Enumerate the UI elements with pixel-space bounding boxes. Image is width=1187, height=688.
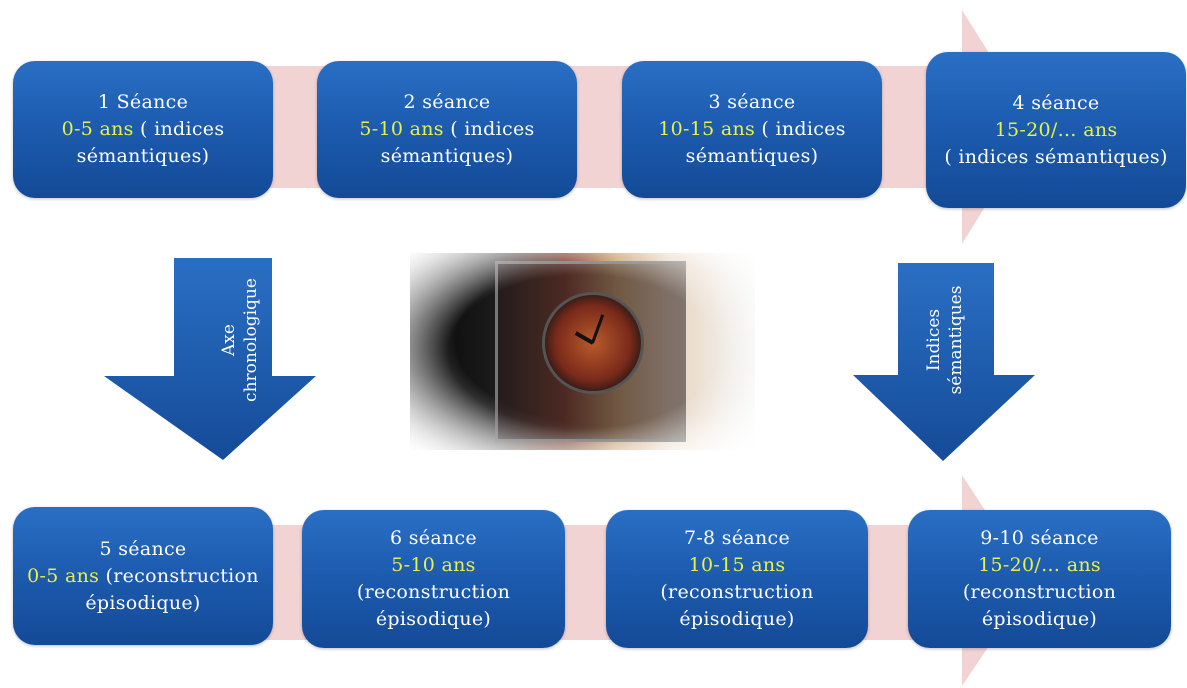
arrow-label-line2: chronologique: [241, 278, 261, 402]
session-box-4: 4 séance 15-20/… ans ( indices sémantiqu…: [926, 52, 1186, 208]
session-desc: épisodique): [85, 591, 201, 614]
session-box-2: 2 séance 5-10 ans ( indices sémantiques): [317, 61, 577, 198]
age-range: 10-15 ans: [688, 554, 786, 576]
session-desc: sémantiques): [685, 145, 819, 167]
photo-vignette: [410, 253, 755, 450]
age-range: 5-10 ans: [391, 554, 476, 576]
session-desc: ( indices sémantiques): [944, 145, 1168, 168]
age-range: 5-10 ans: [359, 118, 444, 140]
session-suffix: (reconstruction: [99, 564, 259, 587]
session-box-3: 3 séance 10-15 ans ( indices sémantiques…: [622, 61, 882, 198]
age-range: 0-5 ans: [61, 118, 134, 140]
session-desc: (reconstruction: [660, 581, 814, 603]
age-range: 15-20/… ans: [994, 118, 1118, 141]
session-title: 2 séance: [403, 91, 491, 113]
age-range: 0-5 ans: [27, 564, 100, 587]
session-title: 1 Séance: [97, 91, 189, 113]
session-range-line: 0-5 ans ( indices: [62, 116, 225, 143]
session-suffix: ( indices: [755, 118, 846, 140]
session-title: 7-8 séance: [683, 527, 791, 549]
semantic-cues-label: Indices sémantiques: [923, 270, 967, 410]
session-suffix: ( indices: [133, 118, 225, 140]
session-desc-2: épisodique): [981, 608, 1098, 630]
arrow-label-line1: Axe: [219, 324, 239, 356]
session-box-1: 1 Séance 0-5 ans ( indices sémantiques): [13, 61, 273, 198]
clock-collage-image: [410, 253, 755, 450]
session-box-5: 5 séance 0-5 ans (reconstruction épisodi…: [13, 507, 273, 645]
session-desc: (reconstruction: [356, 581, 511, 603]
session-box-8: 9-10 séance 15-20/… ans (reconstruction …: [908, 510, 1171, 648]
session-desc-2: épisodique): [375, 608, 492, 630]
session-title: 6 séance: [390, 527, 477, 549]
arrow-label-line1: Indices: [924, 308, 944, 372]
session-box-6: 6 séance 5-10 ans (reconstruction épisod…: [302, 510, 565, 648]
session-title: 4 séance: [1012, 91, 1100, 114]
session-box-7: 7-8 séance 10-15 ans (reconstruction épi…: [606, 510, 868, 648]
age-range: 15-20/… ans: [978, 554, 1101, 576]
session-range-line: 5-10 ans ( indices: [359, 116, 534, 143]
arrow-label-line2: sémantiques: [946, 285, 966, 395]
session-title: 5 séance: [99, 537, 187, 560]
chronological-axis-label: Axe chronologique: [218, 265, 262, 415]
session-desc: sémantiques): [76, 145, 210, 167]
age-range: 10-15 ans: [658, 118, 756, 140]
session-suffix: ( indices: [443, 118, 535, 140]
session-desc: sémantiques): [380, 145, 514, 167]
chronological-axis-arrow: [104, 258, 316, 460]
session-range-line: 10-15 ans ( indices: [658, 116, 846, 143]
session-title: 3 séance: [708, 91, 796, 113]
session-desc-2: épisodique): [679, 608, 795, 630]
semantic-cues-arrow: [853, 263, 1035, 461]
session-range-line: 0-5 ans (reconstruction: [27, 563, 259, 590]
session-title: 9-10 séance: [980, 527, 1099, 549]
session-desc: (reconstruction: [962, 581, 1117, 603]
